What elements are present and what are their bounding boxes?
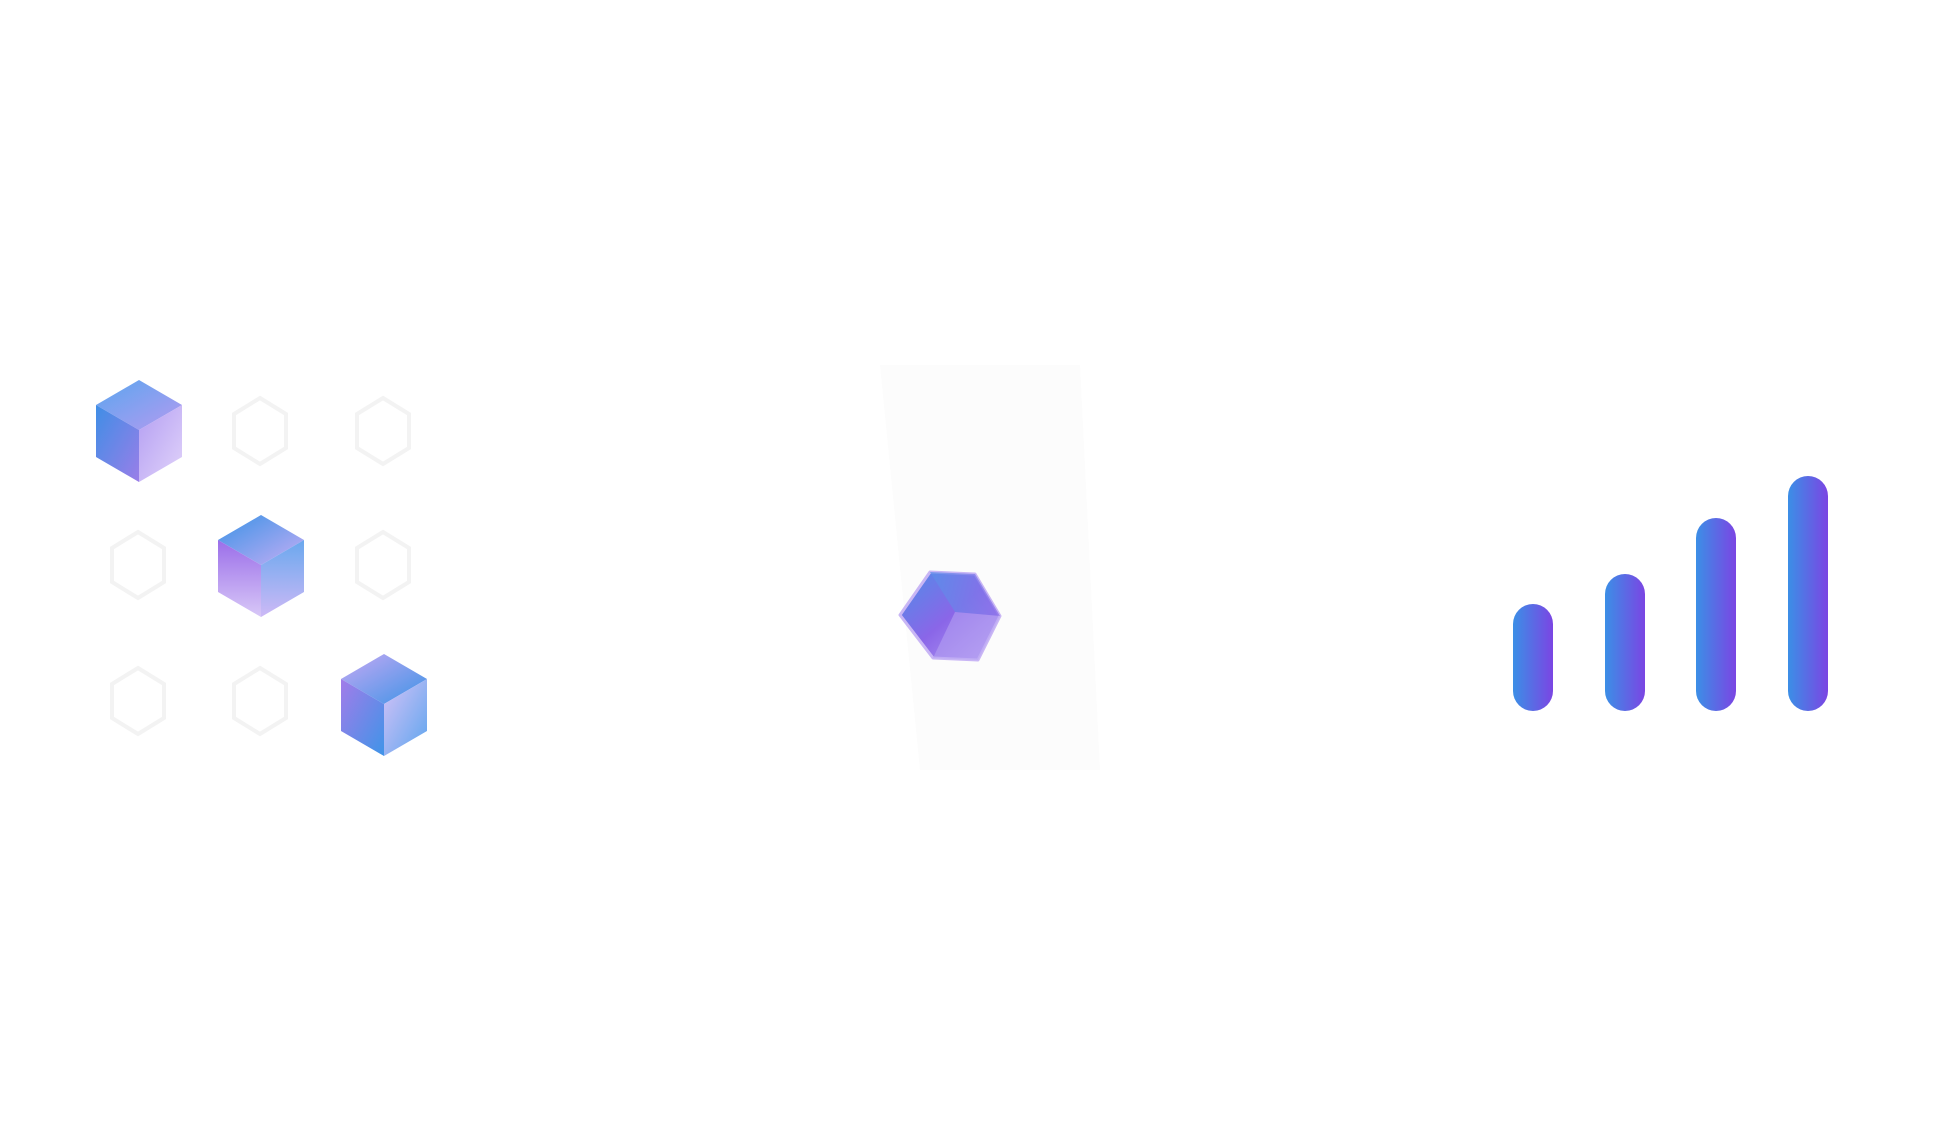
cube-3 xyxy=(341,654,427,756)
cube-1 xyxy=(96,380,182,482)
signal-bar-4 xyxy=(1788,476,1828,711)
cube-grid-icon xyxy=(96,380,427,756)
signal-bar-1 xyxy=(1513,604,1553,711)
signal-bars-icon xyxy=(1513,476,1828,711)
floating-cube-icon xyxy=(880,365,1100,770)
signal-bar-2 xyxy=(1605,574,1645,711)
floating-cube xyxy=(898,570,1002,662)
floating-cube-shadow xyxy=(880,365,1100,770)
cube-placeholder xyxy=(110,395,411,737)
cube-2 xyxy=(218,515,304,617)
signal-bar-3 xyxy=(1696,518,1736,711)
